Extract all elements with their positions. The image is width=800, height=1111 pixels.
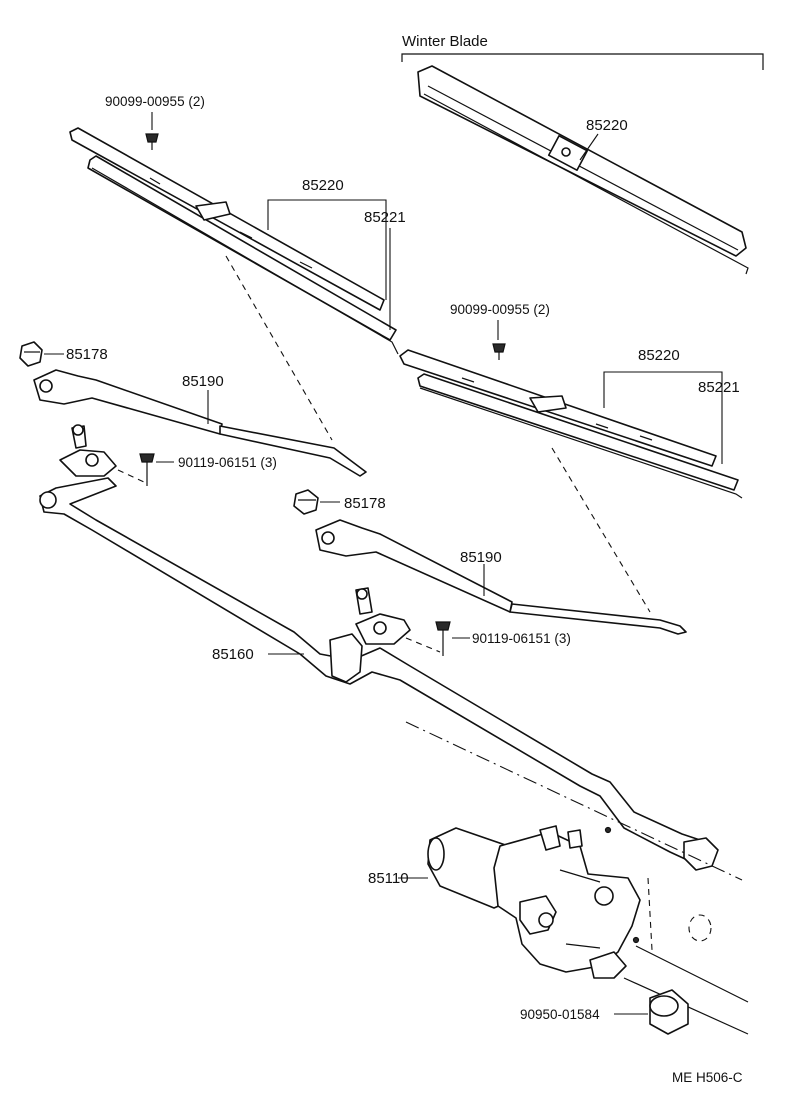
label-blade-left-rubber: 85221: [364, 209, 406, 226]
label-winter-blade: 85220: [586, 117, 628, 134]
label-blade-left-assy: 85220: [302, 177, 344, 194]
left-arm-group: 85178 85190 90119-06151 (3): [19, 341, 367, 486]
leader-blade-right-assy: [603, 371, 723, 464]
label-screw-left: 90099-00955 (2): [105, 94, 205, 109]
label-bolt-right: 90119-06151 (3): [472, 631, 571, 646]
motor-group: 85110: [368, 825, 749, 1035]
pivot-right[interactable]: [355, 587, 411, 645]
label-grommet: 90950-01584: [520, 1007, 600, 1022]
dash-blade-to-arm-right: [551, 447, 651, 613]
winter-blade[interactable]: [417, 65, 749, 275]
dash-motor-mount: [647, 877, 653, 951]
dash-bolt-right: [405, 637, 441, 653]
grommet[interactable]: [649, 989, 689, 1035]
left-wiper-arm[interactable]: [33, 369, 367, 477]
centerline-link: [405, 721, 743, 881]
label-cap-right: 85178: [344, 495, 386, 512]
pivot-left[interactable]: [59, 424, 117, 477]
grommet-group: 90950-01584: [520, 989, 689, 1035]
right-blade-group: 90099-00955 (2) 85220 85221: [399, 302, 743, 613]
winter-blade-bracket: [401, 53, 764, 70]
right-wiper-blade[interactable]: [399, 349, 743, 499]
label-cap-left: 85178: [66, 346, 108, 363]
right-arm-group: 85178 85190 90119-06151 (3): [293, 489, 687, 656]
leader-blade-left-assy: [267, 199, 387, 300]
drawing-code: ME H506-C: [672, 1070, 743, 1085]
right-wiper-arm[interactable]: [315, 519, 687, 635]
label-bolt-left: 90119-06151 (3): [178, 455, 277, 470]
leader-winter-blade: [579, 133, 599, 161]
label-motor: 85110: [368, 870, 409, 887]
label-arm-right: 85190: [460, 549, 502, 566]
mount-hole-outline: [688, 914, 712, 942]
cap-right[interactable]: [293, 489, 319, 515]
label-blade-right-assy: 85220: [638, 347, 680, 364]
label-screw-right: 90099-00955 (2): [450, 302, 550, 317]
mount-point: [632, 936, 640, 944]
cap-left[interactable]: [19, 341, 43, 367]
wiper-link-rod[interactable]: [39, 477, 719, 871]
dash-bolt-left: [117, 469, 145, 483]
screw-left[interactable]: [145, 133, 159, 150]
label-blade-right-rubber: 85221: [698, 379, 740, 396]
section-label-winter-blade: Winter Blade: [402, 33, 488, 50]
screw-right[interactable]: [492, 343, 506, 360]
left-blade-group: 90099-00955 (2) 85220 85221: [69, 94, 406, 441]
link-rod-group: 85160: [39, 477, 743, 881]
label-arm-left: 85190: [182, 373, 224, 390]
winter-blade-section: Winter Blade 85220: [401, 33, 764, 275]
bolt-left[interactable]: [139, 453, 155, 486]
left-wiper-blade[interactable]: [69, 127, 399, 355]
mount-point: [604, 826, 612, 834]
label-link-rod: 85160: [212, 646, 254, 663]
dash-blade-to-arm-left: [225, 255, 333, 441]
bolt-right[interactable]: [435, 621, 451, 656]
wiper-motor[interactable]: [427, 825, 641, 979]
